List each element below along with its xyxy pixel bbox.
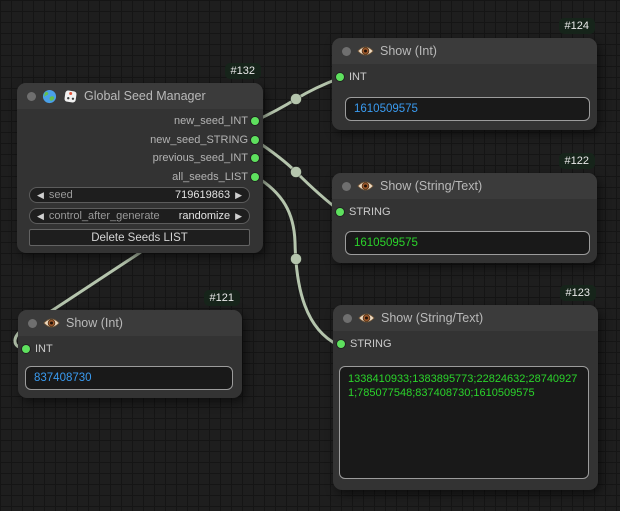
output-slot-new-seed-int: new_seed_INT bbox=[17, 112, 263, 131]
link-midpoint-dot[interactable] bbox=[290, 166, 302, 178]
input-slot-string: STRING bbox=[333, 331, 598, 357]
string-list-display[interactable]: 1338410933;1383895773;22824632;287409271… bbox=[339, 366, 589, 479]
increment-arrow-icon[interactable]: ▶ bbox=[235, 210, 242, 221]
node-id-badge: #124 bbox=[558, 18, 595, 34]
node-global-seed-manager[interactable]: #132 Global Seed Manager new_seed_INT ne… bbox=[17, 63, 263, 253]
output-slot-new-seed-string: new_seed_STRING bbox=[17, 131, 263, 150]
node-id-badge: #123 bbox=[559, 285, 596, 301]
control-after-generate-value: randomize bbox=[178, 210, 231, 222]
int-value-display[interactable]: 837408730 bbox=[25, 366, 233, 390]
node-titlebar[interactable]: Show (String/Text) bbox=[332, 173, 597, 199]
seed-widget-value: 719619863 bbox=[175, 189, 231, 201]
node-show-string-122[interactable]: #122 Show (String/Text) STRING 161050957… bbox=[332, 153, 597, 263]
output-connector-dot[interactable] bbox=[251, 135, 259, 144]
input-label: INT bbox=[349, 71, 367, 83]
collapse-dot[interactable] bbox=[342, 46, 351, 56]
int-value-display[interactable]: 1610509575 bbox=[345, 97, 590, 121]
collapse-dot[interactable] bbox=[28, 318, 37, 328]
increment-arrow-icon[interactable]: ▶ bbox=[235, 189, 242, 200]
output-label: new_seed_INT bbox=[174, 115, 248, 128]
node-id-badge: #122 bbox=[558, 153, 595, 169]
collapse-dot[interactable] bbox=[343, 313, 352, 323]
decrement-arrow-icon[interactable]: ◀ bbox=[37, 189, 44, 200]
input-connector-dot[interactable] bbox=[336, 73, 344, 81]
node-show-string-123[interactable]: #123 Show (String/Text) STRING 133841093… bbox=[333, 285, 598, 490]
node-title: Show (Int) bbox=[66, 316, 123, 330]
link-midpoint-dot[interactable] bbox=[290, 93, 302, 105]
node-title: Show (String/Text) bbox=[381, 311, 484, 325]
control-after-generate-widget[interactable]: ◀ control_after_generate randomize ▶ bbox=[29, 208, 250, 224]
output-label: all_seeds_LIST bbox=[172, 171, 248, 184]
link-wire-all-seeds-list bbox=[253, 174, 340, 347]
link-midpoint-dot[interactable] bbox=[290, 253, 302, 265]
input-slot-int: INT bbox=[332, 64, 597, 90]
output-slot-previous-seed-int: previous_seed_INT bbox=[17, 149, 263, 168]
input-connector-dot[interactable] bbox=[336, 208, 344, 216]
input-slot-int: INT bbox=[18, 336, 242, 362]
node-titlebar[interactable]: Show (String/Text) bbox=[333, 305, 598, 331]
input-connector-dot[interactable] bbox=[22, 345, 30, 353]
eye-icon bbox=[357, 180, 374, 192]
collapse-dot[interactable] bbox=[27, 91, 36, 101]
output-connector-dot[interactable] bbox=[251, 173, 259, 182]
eye-icon bbox=[43, 317, 60, 329]
globe-icon bbox=[42, 89, 57, 104]
decrement-arrow-icon[interactable]: ◀ bbox=[37, 210, 44, 221]
seed-widget-label: seed bbox=[48, 189, 73, 201]
node-show-int-124[interactable]: #124 Show (Int) INT 1610509575 bbox=[332, 18, 597, 130]
output-label: new_seed_STRING bbox=[150, 133, 248, 146]
eye-icon bbox=[357, 45, 374, 57]
node-titlebar[interactable]: Show (Int) bbox=[18, 310, 242, 336]
dice-icon bbox=[63, 89, 78, 104]
control-after-generate-label: control_after_generate bbox=[48, 210, 160, 222]
input-label: STRING bbox=[350, 338, 392, 350]
node-title: Show (String/Text) bbox=[380, 179, 483, 193]
output-slots: new_seed_INT new_seed_STRING previous_se… bbox=[17, 112, 263, 186]
node-id-badge: #132 bbox=[224, 63, 261, 79]
input-label: STRING bbox=[349, 206, 391, 218]
output-label: previous_seed_INT bbox=[152, 152, 248, 165]
input-label: INT bbox=[35, 343, 53, 355]
node-titlebar[interactable]: Show (Int) bbox=[332, 38, 597, 64]
input-connector-dot[interactable] bbox=[337, 340, 345, 348]
collapse-dot[interactable] bbox=[342, 181, 351, 191]
input-slot-string: STRING bbox=[332, 199, 597, 225]
output-connector-dot[interactable] bbox=[251, 117, 259, 126]
string-value-display[interactable]: 1610509575 bbox=[345, 231, 590, 255]
output-connector-dot[interactable] bbox=[251, 154, 259, 163]
node-title: Show (Int) bbox=[380, 44, 437, 58]
delete-seeds-list-button[interactable]: Delete Seeds LIST bbox=[29, 229, 250, 246]
node-titlebar[interactable]: Global Seed Manager bbox=[17, 83, 263, 109]
seed-widget[interactable]: ◀ seed 719619863 ▶ bbox=[29, 187, 250, 203]
node-show-int-121[interactable]: #121 Show (Int) INT 837408730 bbox=[18, 290, 242, 398]
node-id-badge: #121 bbox=[203, 290, 240, 306]
output-slot-all-seeds-list: all_seeds_LIST bbox=[17, 168, 263, 187]
eye-icon bbox=[358, 312, 375, 324]
widget-area: ◀ seed 719619863 ▶ ◀ control_after_gener… bbox=[29, 187, 250, 246]
node-title: Global Seed Manager bbox=[84, 89, 206, 103]
